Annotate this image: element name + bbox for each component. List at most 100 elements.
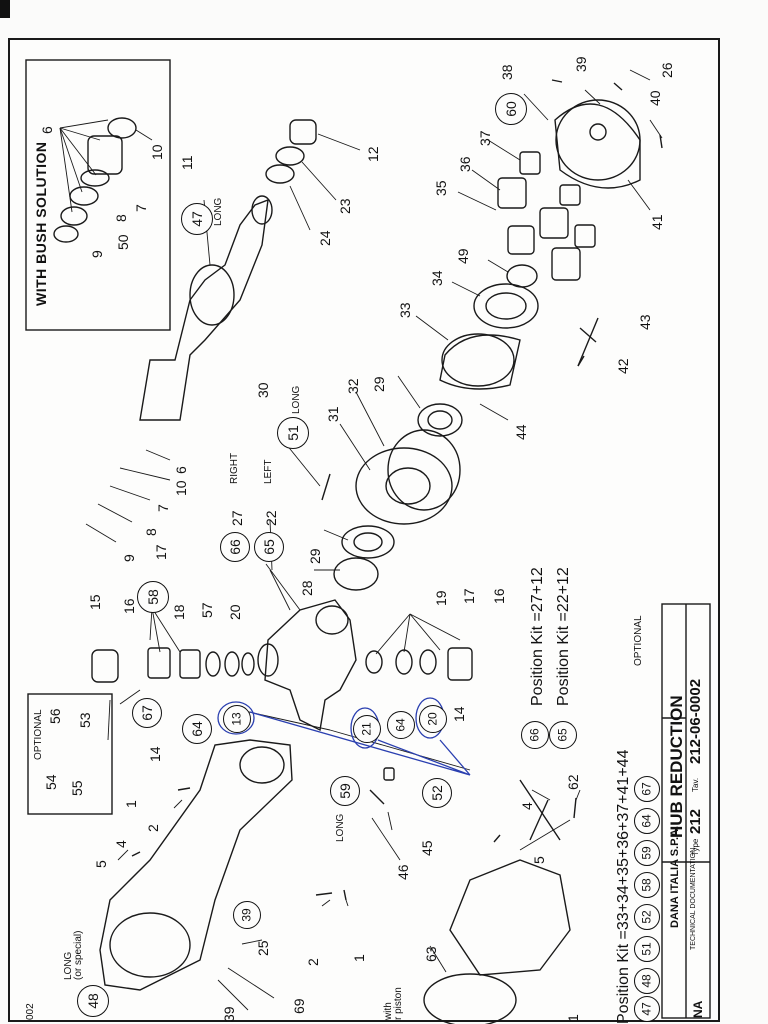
bearing-29-bottom xyxy=(341,525,395,559)
callout-56: 56 xyxy=(47,708,63,724)
cap-15 xyxy=(91,649,119,683)
callout-2: 2 xyxy=(145,824,161,832)
callout-circle-21: 21 xyxy=(353,715,381,743)
type-value: 212 xyxy=(687,808,704,834)
callout-45: 45 xyxy=(419,840,435,856)
callout-15: 15 xyxy=(87,594,103,610)
callout-46: 46 xyxy=(395,864,411,880)
callout-circle-47: 47 xyxy=(634,996,660,1022)
callout-54: 54 xyxy=(43,774,59,790)
callout-19: 19 xyxy=(433,590,449,606)
type-label: Type xyxy=(691,838,700,856)
callout-circle-64: 64 xyxy=(634,808,660,834)
axle-housing xyxy=(99,739,293,991)
piston-label: with r piston xyxy=(383,987,404,1020)
callout-28: 28 xyxy=(299,580,315,596)
callout-circle-67: 67 xyxy=(634,776,660,802)
callout-8: 8 xyxy=(143,528,159,536)
callout-38: 38 xyxy=(499,64,515,80)
steering-knuckle xyxy=(264,599,357,732)
callout-63: 63 xyxy=(423,946,439,962)
callout-37: 37 xyxy=(477,130,493,146)
callout-36: 36 xyxy=(457,156,473,172)
planet-gears xyxy=(497,151,596,281)
callout-circle-66: 66 xyxy=(220,532,250,562)
callout-circle-47: 47 xyxy=(181,203,213,235)
ring-gear-33 xyxy=(439,334,521,390)
bush-solution-inset-box xyxy=(25,59,171,331)
callout-1: 1 xyxy=(123,800,139,808)
seal-28 xyxy=(333,557,379,591)
callout-circle-48: 48 xyxy=(77,985,109,1017)
callout-7: 7 xyxy=(155,504,171,512)
callout-circle-39: 39 xyxy=(233,901,261,929)
bush-ring-10 xyxy=(107,117,137,139)
tav-label: Tav. xyxy=(691,777,700,792)
callout-16: 16 xyxy=(491,588,507,604)
callout-17: 17 xyxy=(461,588,477,604)
callout-6: 6 xyxy=(39,126,55,134)
callout-16: 16 xyxy=(121,598,137,614)
optional-box xyxy=(27,693,113,815)
long-special-label: LONG (or special) xyxy=(63,930,84,980)
callout-53: 53 xyxy=(77,712,93,728)
optional-note: OPTIONAL xyxy=(633,615,644,666)
callout-circle-66: 66 xyxy=(521,721,549,749)
callout-18: 18 xyxy=(171,604,187,620)
callout-circle-58: 58 xyxy=(137,581,169,613)
callout-24: 24 xyxy=(317,230,333,246)
callout-circle-64: 64 xyxy=(387,711,415,739)
joint-yoke xyxy=(189,264,235,326)
callout-circle-52: 52 xyxy=(634,904,660,930)
callout-7: 7 xyxy=(133,204,149,212)
optional-box-label: OPTIONAL xyxy=(33,709,44,760)
kit-66-formula: Position Kit =27+12 xyxy=(529,567,546,706)
callout-circle-59: 59 xyxy=(634,840,660,866)
callout-20: 20 xyxy=(227,604,243,620)
callout-2: 2 xyxy=(305,958,321,966)
callout-10: 10 xyxy=(149,144,165,160)
ring-23 xyxy=(275,146,305,166)
callout-10: 10 xyxy=(173,480,189,496)
shaft-splines xyxy=(251,195,273,225)
callout-57: 57 xyxy=(199,602,215,618)
callout-12: 12 xyxy=(365,146,381,162)
callout-1: 1 xyxy=(565,1014,581,1022)
callout-6: 6 xyxy=(173,466,189,474)
long-label-59: LONG xyxy=(335,813,346,842)
callout-circle-64: 64 xyxy=(182,714,212,744)
callout-circle-51: 51 xyxy=(277,417,309,449)
o-ring-63 xyxy=(423,973,517,1024)
callout-22: 22 xyxy=(263,510,279,526)
callout-5: 5 xyxy=(93,860,109,868)
callout-9: 9 xyxy=(121,554,137,562)
edge-logo: NA xyxy=(691,1000,705,1018)
seal-32 xyxy=(387,429,461,511)
callout-4: 4 xyxy=(113,840,129,848)
callout-circle-60: 60 xyxy=(495,93,527,125)
callout-44: 44 xyxy=(513,424,529,440)
callout-40: 40 xyxy=(647,90,663,106)
callout-circle-59: 59 xyxy=(330,776,360,806)
callout-circle-48: 48 xyxy=(634,968,660,994)
callout-34: 34 xyxy=(429,270,445,286)
callout-33: 33 xyxy=(397,302,413,318)
seal-12 xyxy=(289,119,317,145)
callout-29: 29 xyxy=(371,376,387,392)
callout-circle-52: 52 xyxy=(422,778,452,808)
long-label-51: LONG xyxy=(291,385,302,414)
company-name: DANA ITALIA S.P.A. xyxy=(669,825,681,928)
wheel-hub-31 xyxy=(355,447,453,525)
callout-1: 1 xyxy=(351,954,367,962)
callout-circle-67: 67 xyxy=(132,698,162,728)
sheet-corner-mark xyxy=(0,0,10,18)
ring-24 xyxy=(265,164,295,184)
callout-25: 25 xyxy=(255,940,271,956)
callout-69: 69 xyxy=(291,998,307,1014)
callout-31: 31 xyxy=(325,406,341,422)
tav-value: 212-06-0002 xyxy=(687,678,704,764)
kit-main-formula: Position Kit =33+34+35+36+37+41+44 xyxy=(615,749,632,1024)
drawing-frame xyxy=(8,38,720,1022)
callout-26: 26 xyxy=(659,62,675,78)
